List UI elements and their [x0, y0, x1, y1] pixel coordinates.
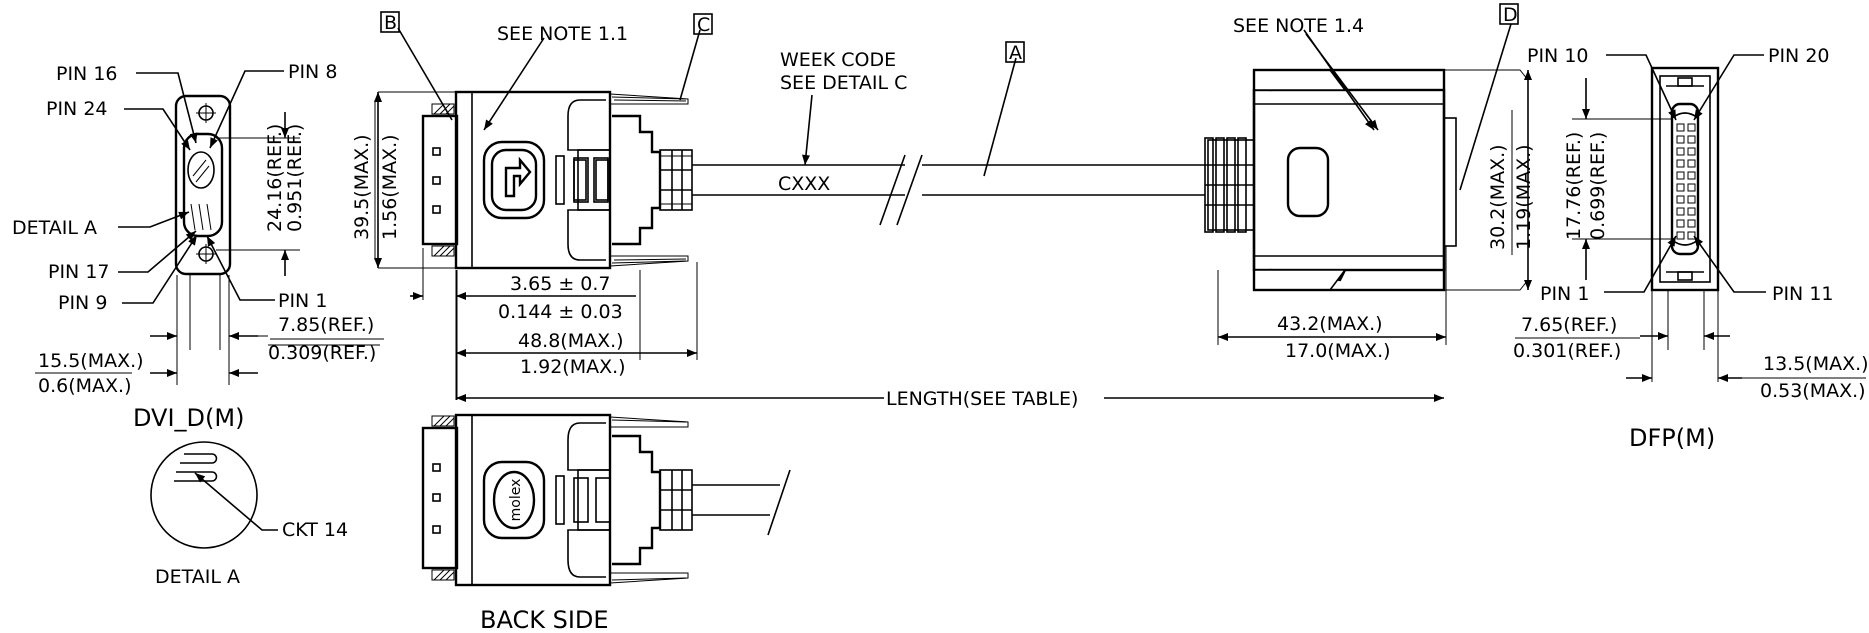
dim-7-85: 7.85(REF.) [278, 314, 374, 336]
label-pin11: PIN 11 [1772, 283, 1834, 305]
label-see-detail-c: SEE DETAIL C [780, 72, 907, 94]
callout-a: A [1009, 42, 1022, 64]
dim-3-65: 3.65 ± 0.7 [510, 273, 611, 295]
dim-30-2: 30.2(MAX.) [1487, 144, 1509, 250]
dfp-end-leaders [1572, 54, 1766, 382]
label-see-note-11: SEE NOTE 1.1 [497, 23, 628, 45]
callout-boxes: B C A D [380, 3, 1519, 64]
back-side-view [421, 413, 791, 587]
dvi-leaders [118, 70, 284, 304]
dim-0-309: 0.309(REF.) [268, 342, 376, 364]
dfp-end-view [1650, 66, 1720, 292]
dim-1-92: 1.92(MAX.) [520, 356, 626, 378]
callout-d: D [1503, 4, 1518, 26]
callout-b: B [384, 12, 397, 34]
dim-0-144: 0.144 ± 0.03 [498, 301, 623, 323]
label-pin17: PIN 17 [48, 261, 110, 283]
dim-1-56: 1.56(MAX.) [379, 134, 401, 240]
label-week-code: WEEK CODE [780, 49, 896, 71]
dimension-text: 24.16(REF.) 0.951(REF.) 7.85(REF.) 0.309… [35, 100, 1869, 402]
dvi-connector-side [421, 90, 693, 270]
dim-24-16: 24.16(REF.) [264, 124, 286, 232]
dim-0-951: 0.951(REF.) [284, 124, 306, 232]
label-see-note-14: SEE NOTE 1.4 [1233, 15, 1364, 37]
dim-15-5: 15.5(MAX.) [38, 350, 144, 372]
label-detail-a: DETAIL A [12, 217, 97, 239]
label-pin20: PIN 20 [1768, 45, 1830, 67]
label-pin1-left: PIN 1 [278, 290, 327, 312]
callout-c: C [697, 14, 710, 36]
label-pin8: PIN 8 [288, 61, 337, 83]
dim-48-8: 48.8(MAX.) [518, 330, 624, 352]
title-dfp: DFP(M) [1629, 424, 1715, 452]
dvi-end-view [174, 94, 232, 276]
logo-text: molex [508, 479, 524, 522]
label-cxxx: CXXX [778, 173, 830, 195]
caption-detail-a: DETAIL A [155, 566, 240, 588]
middle-dimensions [374, 91, 1444, 402]
label-pin24: PIN 24 [46, 98, 108, 120]
callout-leaders [397, 27, 1375, 177]
dfp-connector-side [1204, 68, 1457, 292]
dim-1-19: 1.19(MAX.) [1513, 144, 1535, 250]
label-pin9: PIN 9 [58, 292, 107, 314]
label-length: LENGTH(SEE TABLE) [886, 388, 1078, 410]
cable-middle [692, 94, 1205, 226]
detail-a-view [150, 441, 278, 549]
label-pin1-right: PIN 1 [1540, 283, 1589, 305]
caption-back-side: BACK SIDE [480, 606, 609, 633]
label-ckt14: CKT 14 [282, 519, 348, 541]
title-dvi: DVI_D(M) [133, 404, 244, 432]
dim-17-0: 17.0(MAX.) [1285, 340, 1391, 362]
dvi-dimensions [35, 112, 380, 385]
dim-7-65: 7.65(REF.) [1521, 314, 1617, 336]
dim-0-699: 0.699(REF.) [1587, 132, 1609, 240]
dim-13-5: 13.5(MAX.) [1763, 353, 1869, 375]
dim-0-53: 0.53(MAX.) [1760, 380, 1866, 402]
dim-0-301: 0.301(REF.) [1513, 340, 1621, 362]
dim-0-6: 0.6(MAX.) [38, 375, 132, 397]
label-pin10: PIN 10 [1527, 45, 1589, 67]
dim-17-76: 17.76(REF.) [1563, 132, 1585, 240]
dim-43-2: 43.2(MAX.) [1277, 313, 1383, 335]
text-labels: PIN 16 PIN 8 PIN 24 DETAIL A PIN 17 PIN … [12, 15, 1834, 633]
dim-39-5: 39.5(MAX.) [351, 134, 373, 240]
label-pin16: PIN 16 [56, 63, 118, 85]
